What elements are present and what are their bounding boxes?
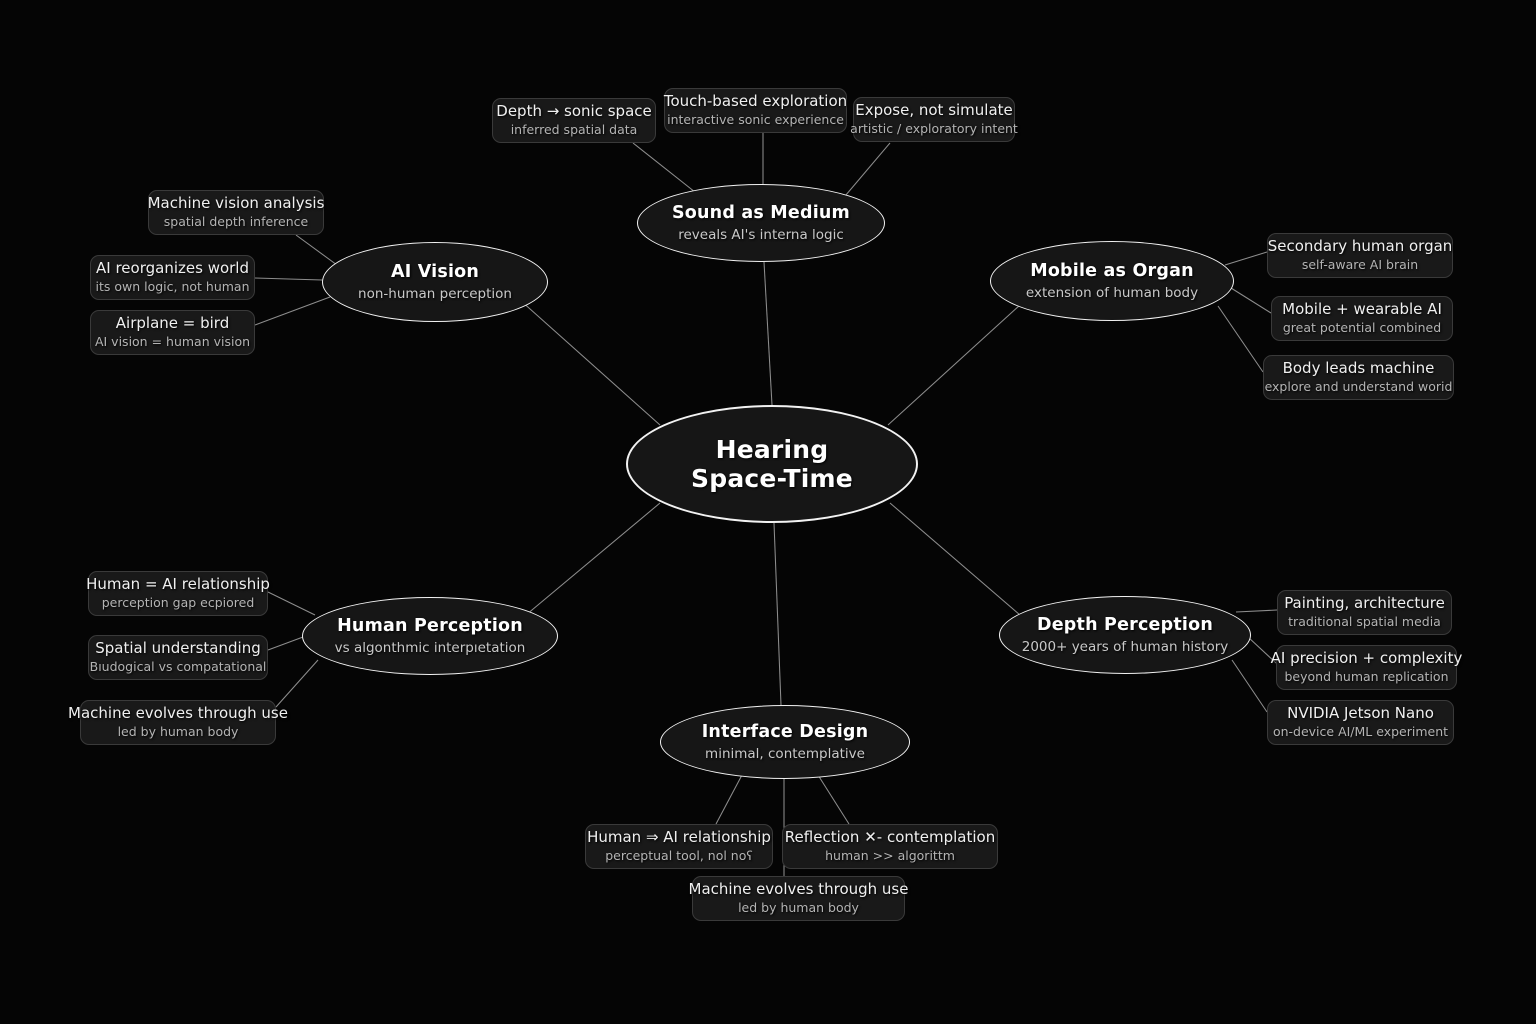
leaf-title: Spatial understanding: [95, 639, 261, 658]
edge-depth-paint: [1235, 609, 1278, 613]
leaf-title: Depth → sonic space: [496, 102, 652, 121]
leaf-subtitle: beyond human replication: [1284, 668, 1449, 684]
leaf-node[interactable]: Machine evolves through use led by human…: [68, 700, 288, 745]
branch-node-mobile-as-organ[interactable]: Mobile as Organ extension of human body: [990, 241, 1234, 321]
leaf-subtitle: AI vision = human vision: [94, 333, 251, 349]
leaf-title: Mobile + wearable AI: [1282, 300, 1442, 319]
branch-node-sound-as-medium[interactable]: Sound as Medium reveals AI's interna log…: [637, 184, 885, 262]
branch-subtitle: minimal, contemplative: [705, 745, 865, 762]
leaf-title: AI precision + complexity: [1270, 649, 1463, 668]
leaf-node[interactable]: Spatial understanding Bıudogical vs comp…: [88, 635, 268, 680]
edge-mobile-bodyleads: [1217, 305, 1264, 373]
edge-human-evolves: [275, 659, 319, 708]
leaf-node[interactable]: AI precision + complexity beyond human r…: [1271, 645, 1462, 690]
edge-mobile-secondary: [1224, 251, 1268, 266]
leaf-subtitle: led by human body: [117, 723, 239, 739]
central-node-title: Hearing Space-Time: [691, 434, 853, 494]
leaf-subtitle: human >> algorittm: [825, 847, 955, 863]
leaf-title: AI reorganizes world: [96, 259, 249, 278]
edge-mobile-wearable: [1230, 287, 1272, 314]
leaf-node[interactable]: Human = AI relationship perception gap e…: [86, 571, 270, 616]
leaf-title: Machine evolves through use: [68, 704, 288, 723]
leaf-node[interactable]: Secondary human organ self-aware AI brai…: [1267, 233, 1453, 278]
branch-title: Sound as Medium: [672, 203, 850, 224]
leaf-title: Human = AI relationship: [86, 575, 270, 594]
leaf-subtitle: on-device AI/ML experiment: [1272, 723, 1449, 739]
leaf-node[interactable]: Airplane = bird AI vision = human vision: [90, 310, 255, 355]
leaf-subtitle: led by human body: [738, 899, 859, 915]
branch-node-interface-design[interactable]: Interface Design minimal, contemplative: [660, 705, 910, 779]
leaf-title: Expose, not simulate: [855, 101, 1013, 120]
branch-title: Mobile as Organ: [1030, 261, 1194, 282]
edge-aivision-reorg: [254, 277, 323, 281]
leaf-node[interactable]: AI reorganizes world its own logic, not …: [90, 255, 255, 300]
leaf-subtitle: perception gap ecpiored: [101, 594, 255, 610]
branch-node-depth-perception[interactable]: Depth Perception 2000+ years of human hi…: [999, 596, 1251, 674]
leaf-node[interactable]: Machine evolves through use led by human…: [689, 876, 908, 921]
leaf-title: Human ⇒ AI relationship: [587, 828, 771, 847]
branch-subtitle: reveals AI's interna logic: [678, 226, 844, 243]
leaf-node[interactable]: Machine vision analysis spatial depth in…: [148, 190, 324, 235]
edge-root-aivision: [519, 299, 661, 426]
leaf-title: Painting, architecture: [1284, 594, 1445, 613]
leaf-subtitle: its own logic, not human: [95, 278, 250, 294]
edge-root-sound: [763, 261, 773, 406]
edge-interface-rel: [715, 774, 743, 825]
edge-sound-depthsonic: [632, 142, 701, 197]
edge-human-rel: [267, 591, 316, 616]
leaf-subtitle: explore and understand worid: [1264, 378, 1453, 394]
branch-subtitle: non-human perception: [358, 285, 512, 302]
branch-subtitle: 2000+ years of human history: [1021, 638, 1229, 655]
leaf-title: Body leads machine: [1282, 359, 1435, 378]
branch-title: AI Vision: [390, 262, 480, 283]
leaf-title: Touch-based exploration: [663, 92, 848, 111]
leaf-node[interactable]: Reflection ✕- contemplation human >> alg…: [782, 824, 998, 869]
edge-sound-expose: [839, 142, 891, 203]
leaf-subtitle: spatial depth inference: [163, 213, 309, 229]
central-node-hearing-space-time[interactable]: Hearing Space-Time: [626, 405, 918, 523]
leaf-subtitle: inferred spatial data: [510, 121, 638, 137]
edge-interface-refl: [817, 774, 850, 825]
branch-title: Interface Design: [701, 722, 869, 743]
edge-aivision-airplane: [254, 296, 331, 326]
branch-title: Human Perception: [337, 616, 523, 637]
leaf-node[interactable]: NVIDIA Jetson Nano on-device AI/ML exper…: [1267, 700, 1454, 745]
edge-human-spatial: [267, 636, 304, 651]
leaf-subtitle: great potential combined: [1282, 319, 1442, 335]
leaf-node[interactable]: Body leads machine explore and understan…: [1263, 355, 1454, 400]
leaf-title: Reflection ✕- contemplation: [784, 828, 996, 847]
branch-subtitle: vs algonthmic interpıetation: [334, 639, 526, 656]
edge-root-human: [519, 502, 661, 621]
leaf-title: Airplane = bird: [115, 314, 230, 333]
leaf-node[interactable]: Depth → sonic space inferred spatial dat…: [492, 98, 656, 143]
leaf-node[interactable]: Mobile + wearable AI great potential com…: [1271, 296, 1453, 341]
leaf-node[interactable]: Expose, not simulate artistic / explorat…: [850, 97, 1018, 142]
leaf-node[interactable]: Touch-based exploration interactive soni…: [664, 88, 847, 133]
leaf-subtitle: Bıudogical vs compatational: [89, 658, 267, 674]
edge-root-interface: [773, 522, 782, 706]
leaf-subtitle: traditional spatial media: [1288, 613, 1441, 629]
leaf-node[interactable]: Painting, architecture traditional spati…: [1277, 590, 1452, 635]
leaf-subtitle: perceptual tool, nol noʕ: [605, 847, 753, 863]
leaf-subtitle: interactive sonic experience: [667, 111, 844, 127]
leaf-subtitle: self-aware AI brain: [1301, 256, 1419, 272]
branch-node-ai-vision[interactable]: AI Vision non-human perception: [322, 242, 548, 322]
leaf-node[interactable]: Human ⇒ AI relationship perceptual tool,…: [585, 824, 773, 869]
leaf-subtitle: artistic / exploratory intent: [850, 120, 1018, 136]
edge-root-depth: [889, 502, 1021, 616]
edge-aivision-machinevis: [295, 234, 338, 266]
branch-title: Depth Perception: [1037, 615, 1213, 636]
leaf-title: NVIDIA Jetson Nano: [1287, 704, 1434, 723]
leaf-title: Machine evolves through use: [688, 880, 909, 899]
leaf-title: Secondary human organ: [1267, 237, 1453, 256]
edge-depth-nvidia: [1231, 659, 1268, 713]
branch-node-human-perception[interactable]: Human Perception vs algonthmic interpıet…: [302, 597, 558, 675]
leaf-title: Machine vision analysis: [147, 194, 325, 213]
branch-subtitle: extension of human body: [1025, 284, 1199, 301]
edge-root-mobile: [887, 304, 1021, 426]
